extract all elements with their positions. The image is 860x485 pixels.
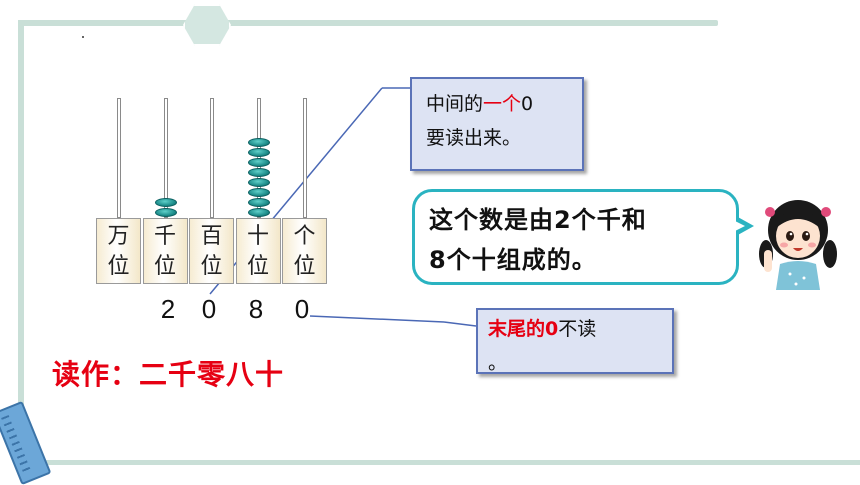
place-value-char: 位	[293, 254, 316, 279]
place-value-char: 百	[200, 224, 223, 249]
reading-label: 读作：二千零八十	[52, 358, 285, 391]
abacus-bead	[247, 198, 270, 207]
place-value-char: 位	[200, 254, 223, 279]
abacus-rod	[163, 98, 168, 218]
place-value-char: 个	[293, 224, 316, 249]
connector-line-end-zero-stub	[443, 321, 477, 327]
note-middle-line1: 中间的一个0	[426, 87, 582, 121]
abacus-bead	[247, 188, 270, 197]
frame-bottom-border	[18, 460, 860, 465]
abacus-rod	[303, 98, 308, 218]
speech-bubble-line1: 这个数是由2个千和	[429, 206, 647, 234]
abacus-bead	[247, 158, 270, 167]
speech-bubble-line2: 8个十组成的。	[429, 246, 597, 274]
girl-character-icon	[759, 200, 837, 290]
abacus-bead	[247, 168, 270, 177]
digit: 8	[248, 294, 264, 324]
digit: 0	[294, 294, 310, 324]
speech-bubble-tail	[733, 216, 754, 236]
note-middle-highlight: 一个	[483, 93, 522, 115]
digit: 2	[160, 294, 176, 324]
place-value-box: 万位	[96, 218, 141, 284]
place-value-box: 十位	[235, 218, 281, 284]
place-value-char: 千	[153, 224, 176, 249]
note-middle-prefix: 中间的	[426, 93, 484, 115]
connector-line-end-zero	[309, 315, 445, 323]
note-end-suffix: 不读	[558, 318, 597, 340]
place-value-char: 万	[107, 224, 130, 249]
frame-dot	[82, 36, 84, 38]
note-end-highlight: 末尾的0	[488, 318, 559, 340]
note-end-line1: 末尾的0不读	[488, 312, 672, 346]
note-middle-zero: 中间的一个0 要读出来。	[410, 77, 584, 171]
place-value-char: 位	[153, 254, 176, 279]
place-value-box: 百位	[189, 218, 234, 284]
frame-left-border	[18, 20, 24, 465]
abacus-bead	[154, 208, 177, 217]
abacus-bead	[247, 178, 270, 187]
abacus-bead	[154, 198, 177, 207]
place-value-box: 个位	[282, 218, 327, 284]
place-value-char: 位	[107, 254, 130, 279]
abacus-bead	[247, 208, 270, 217]
note-middle-suffix: 0	[521, 93, 534, 115]
digit: 0	[201, 294, 217, 324]
note-middle-line2: 要读出来。	[426, 127, 522, 149]
place-value-char: 位	[246, 254, 269, 279]
place-value-char: 十	[246, 224, 269, 249]
place-value-box: 千位	[142, 218, 188, 284]
abacus-rod	[117, 98, 122, 218]
abacus-rod	[210, 98, 215, 218]
note-end-zero: 末尾的0不读 。	[476, 308, 674, 374]
ruler-icon	[0, 400, 52, 485]
abacus-bead	[247, 138, 270, 147]
frame-top-border	[18, 20, 718, 26]
note-end-line2: 。	[488, 352, 508, 374]
abacus-bead	[247, 148, 270, 157]
speech-bubble: 这个数是由2个千和 8个十组成的。	[412, 189, 739, 285]
hexagon-icon	[183, 4, 231, 46]
